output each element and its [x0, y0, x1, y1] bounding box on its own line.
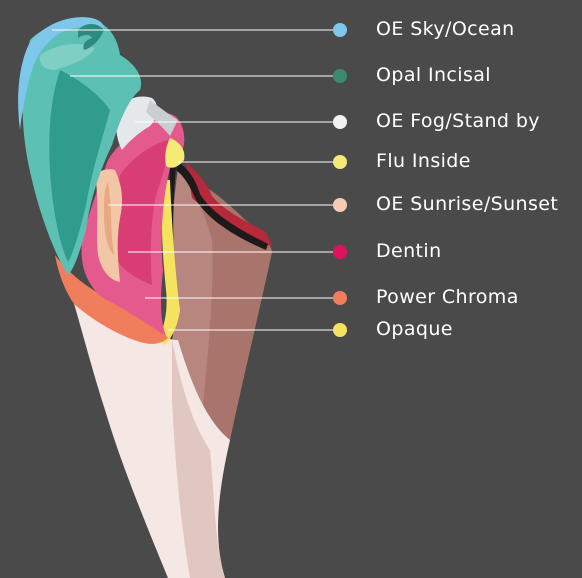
legend-dot [333, 198, 347, 212]
legend-dot [333, 115, 347, 129]
legend-dot [333, 23, 347, 37]
legend-label: Power Chroma [376, 288, 519, 307]
legend-label: Dentin [376, 242, 442, 261]
legend-dot [333, 291, 347, 305]
legend-label: OE Sky/Ocean [376, 20, 515, 39]
legend-label: OE Fog/Stand by [376, 112, 540, 131]
legend-label: Opal Incisal [376, 66, 491, 85]
legend-dot [333, 323, 347, 337]
legend-label: OE Sunrise/Sunset [376, 195, 558, 214]
legend-dot [333, 245, 347, 259]
legend-dot [333, 69, 347, 83]
legend-label: Opaque [376, 320, 453, 339]
legend-label: Flu Inside [376, 152, 471, 171]
legend-dot [333, 155, 347, 169]
